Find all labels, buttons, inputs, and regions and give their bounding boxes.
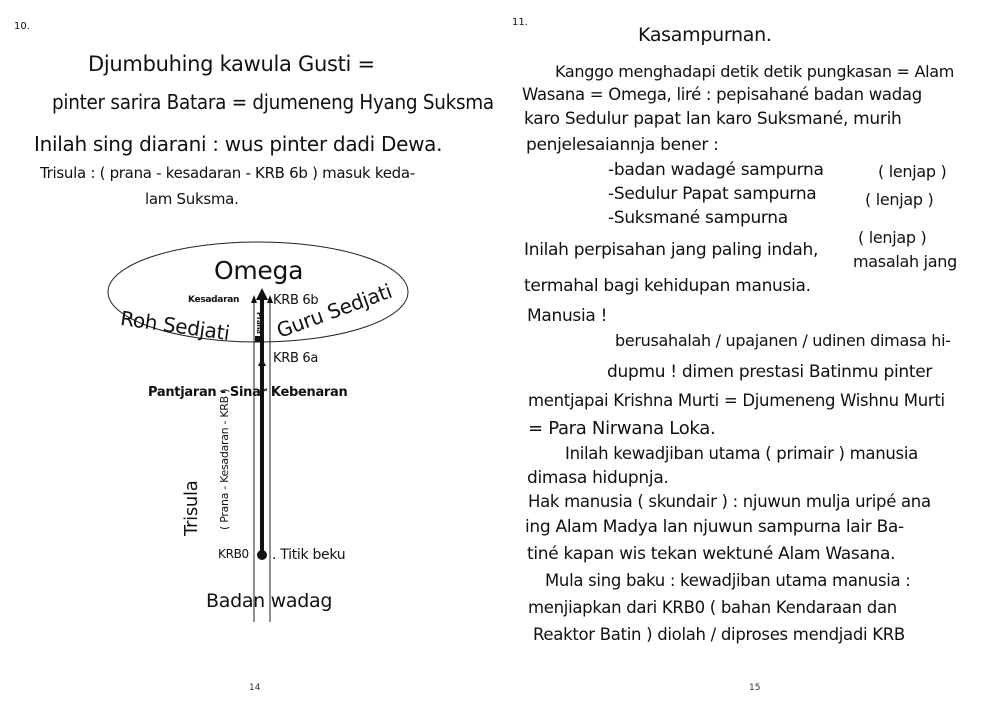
text-line: dupmu ! dimen prestasi Batinmu pinter	[607, 362, 933, 382]
list-item: -Suksmané sampurna	[608, 208, 788, 228]
right-page: 11. Kasampurnan. Kanggo menghadapi detik…	[501, 0, 1002, 709]
left-page: 10. Djumbuhing kawula Gusti = pinter sar…	[0, 0, 500, 709]
pantjaran-label: Pantjaran - Sinar Kebenaran	[148, 385, 348, 400]
page-title: Kasampurnan.	[638, 24, 772, 46]
text-line: Trisula : ( prana - kesadaran - KRB 6b )…	[40, 164, 415, 182]
page-number: 15	[749, 683, 761, 693]
text-line: Hak manusia ( skundair ) : njuwun mulja …	[528, 492, 931, 511]
text-line: dimasa hidupnja.	[527, 468, 669, 488]
lenjap-note: ( lenjap )	[865, 190, 934, 209]
text-line: Manusia !	[527, 306, 608, 326]
text-line: ing Alam Madya lan njuwun sampurna lair …	[525, 517, 904, 537]
text-line: penjelesaiannja bener :	[526, 135, 719, 155]
text-line: Kanggo menghadapi detik detik pungkasan …	[555, 62, 955, 81]
page-number: 14	[249, 683, 261, 693]
text-line: Inilah kewadjiban utama ( primair ) manu…	[565, 444, 918, 463]
text-line: pinter sarira Batara = djumeneng Hyang S…	[52, 90, 494, 114]
badan-wadag-label: Badan wadag	[206, 590, 333, 612]
arrow-up-icon	[256, 288, 268, 300]
titik-beku-label: . Titik beku	[272, 547, 346, 563]
text-line: Mula sing baku : kewadjiban utama manusi…	[545, 571, 911, 590]
text-line: = Para Nirwana Loka.	[528, 418, 716, 439]
text-line: Wasana = Omega, liré : pepisahané badan …	[522, 85, 922, 104]
page-marker: 10.	[14, 21, 30, 32]
text-line: Djumbuhing kawula Gusti =	[88, 52, 375, 76]
text-line: Reaktor Batin ) diolah / diproses mendja…	[533, 625, 905, 644]
arrow-up-icon	[251, 295, 257, 303]
text-line: karo Sedulur papat lan karo Suksmané, mu…	[524, 109, 902, 129]
krb-6b-label: KRB 6b	[273, 293, 319, 308]
list-item: -badan wadagé sampurna	[608, 160, 824, 180]
krb-6a-label: KRB 6a	[273, 351, 319, 366]
list-item: -Sedulur Papat sampurna	[608, 184, 817, 204]
text-line: masalah jang	[853, 252, 957, 271]
text-line: tiné kapan wis tekan wektuné Alam Wasana…	[527, 544, 896, 564]
text-line: Inilah perpisahan jang paling indah,	[524, 240, 819, 260]
trisula-sub-label: ( Prana - Kesadaran - KRB )	[218, 388, 231, 530]
text-line: lam Suksma.	[145, 190, 239, 208]
junction-mark	[255, 336, 261, 342]
text-line: berusahalah / upajanen / udinen dimasa h…	[615, 331, 951, 350]
krb-0-label: KRB0	[218, 547, 249, 561]
prana-label: Prana	[255, 312, 263, 334]
lenjap-note: ( lenjap )	[878, 162, 947, 181]
kesadaran-label: Kesadaran	[188, 295, 240, 305]
omega-label: Omega	[214, 256, 304, 285]
titik-beku-dot	[257, 550, 267, 560]
diagram-lines	[107, 241, 409, 622]
text-line: menjiapkan dari KRB0 ( bahan Kendaraan d…	[528, 598, 897, 617]
text-line: mentjapai Krishna Murti = Djumeneng Wish…	[528, 391, 945, 410]
arrow-up-icon	[258, 358, 266, 366]
trisula-label: Trisula	[181, 480, 202, 536]
lenjap-note: ( lenjap )	[858, 228, 927, 247]
text-line: termahal bagi kehidupan manusia.	[524, 276, 811, 296]
arrow-up-icon	[267, 295, 273, 303]
page-marker: 11.	[512, 17, 528, 28]
text-line: Inilah sing diarani : wus pinter dadi De…	[34, 132, 443, 156]
